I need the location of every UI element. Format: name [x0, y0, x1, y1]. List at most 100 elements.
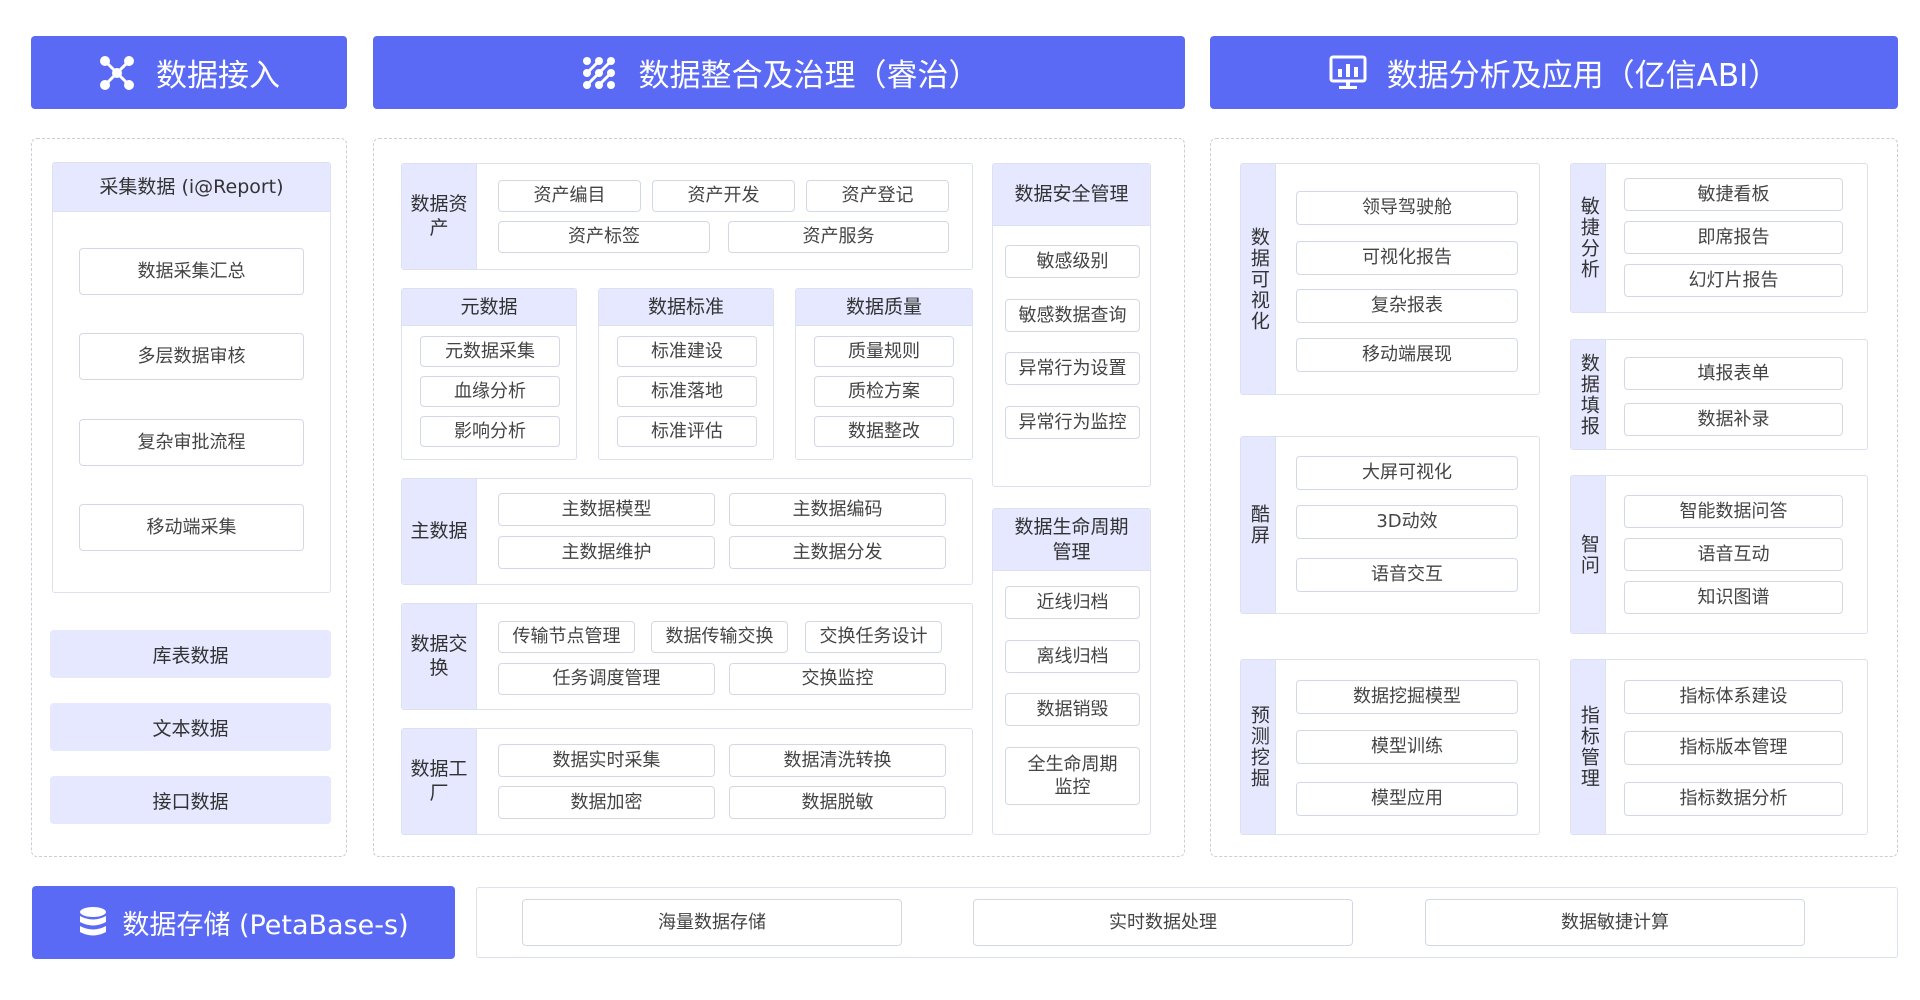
exchange-item: 任务调度管理 [498, 663, 715, 695]
header-title: 数据接入 [156, 58, 280, 94]
collect-item: 多层数据审核 [79, 333, 304, 380]
exchange-panel: 数据交换 传输节点管理 数据传输交换 交换任务设计 任务调度管理 交换监控 [401, 603, 973, 710]
fill-label: 数据填报 [1571, 340, 1606, 449]
standard-item: 标准评估 [617, 416, 757, 447]
lifecycle-item: 近线归档 [1005, 586, 1140, 619]
metric-panel: 指标管理 指标体系建设 指标版本管理 指标数据分析 [1570, 659, 1868, 835]
screen-item: 3D动效 [1296, 505, 1518, 539]
mining-item: 模型训练 [1296, 730, 1518, 764]
exchange-label: 数据交换 [402, 604, 477, 709]
factory-label: 数据工厂 [402, 729, 477, 834]
asset-item: 资产登记 [806, 180, 949, 212]
meta-item: 元数据采集 [420, 336, 560, 367]
collect-item: 复杂审批流程 [79, 419, 304, 466]
agile-label: 敏捷分析 [1571, 164, 1606, 312]
standard-panel: 数据标准 标准建设 标准落地 标准评估 [598, 288, 774, 460]
metric-item: 指标版本管理 [1624, 731, 1843, 765]
meta-item: 影响分析 [420, 416, 560, 447]
exchange-item: 交换任务设计 [805, 621, 942, 653]
fill-item: 填报表单 [1624, 357, 1843, 390]
security-item: 异常行为设置 [1005, 352, 1140, 385]
mining-panel: 预测挖掘 数据挖掘模型 模型训练 模型应用 [1240, 659, 1540, 835]
asset-panel: 数据资产 资产编目 资产开发 资产登记 资产标签 资产服务 [401, 163, 973, 270]
ask-item: 智能数据问答 [1624, 495, 1843, 528]
source-bar: 文本数据 [50, 703, 331, 751]
header-title: 数据整合及治理（睿治） [638, 58, 980, 94]
header-data-analysis: 数据分析及应用（亿信ABI） [1210, 36, 1898, 109]
monitor-chart-icon [1329, 55, 1367, 89]
master-item: 主数据维护 [498, 536, 715, 569]
header-title: 数据分析及应用（亿信ABI） [1386, 58, 1780, 94]
header-data-governance: 数据整合及治理（睿治） [373, 36, 1185, 109]
security-item: 敏感级别 [1005, 245, 1140, 278]
mining-item: 数据挖掘模型 [1296, 680, 1518, 714]
factory-panel: 数据工厂 数据实时采集 数据清洗转换 数据加密 数据脱敏 [401, 728, 973, 835]
ingest-container [31, 138, 347, 857]
exchange-item: 数据传输交换 [651, 621, 788, 653]
viz-item: 复杂报表 [1296, 289, 1518, 323]
viz-item: 领导驾驶舱 [1296, 191, 1518, 225]
meta-label: 元数据 [402, 289, 576, 326]
mining-label: 预测挖掘 [1241, 660, 1276, 834]
governance-container [373, 138, 1185, 857]
screen-label: 酷屏 [1241, 437, 1276, 613]
lifecycle-item: 离线归档 [1005, 640, 1140, 673]
security-item: 异常行为监控 [1005, 406, 1140, 439]
factory-item: 数据加密 [498, 786, 715, 819]
viz-label: 数据可视化 [1241, 164, 1276, 394]
security-panel: 数据安全管理 敏感级别 敏感数据查询 异常行为设置 异常行为监控 [992, 163, 1151, 487]
exchange-item: 传输节点管理 [498, 621, 635, 653]
asset-item: 资产开发 [652, 180, 795, 212]
master-panel: 主数据 主数据模型 主数据编码 主数据维护 主数据分发 [401, 478, 973, 585]
collect-panel: 采集数据 (i@Report) 数据采集汇总 多层数据审核 复杂审批流程 移动端… [52, 162, 331, 593]
header-data-ingest: 数据接入 [31, 36, 347, 109]
factory-item: 数据清洗转换 [729, 744, 946, 777]
screen-item: 语音交互 [1296, 558, 1518, 592]
lifecycle-panel: 数据生命周期管理 近线归档 离线归档 数据销毁 全生命周期监控 [992, 508, 1151, 835]
storage-item: 海量数据存储 [522, 899, 902, 946]
master-item: 主数据模型 [498, 493, 715, 526]
fill-panel: 数据填报 填报表单 数据补录 [1570, 339, 1868, 450]
ask-panel: 智问 智能数据问答 语音互动 知识图谱 [1570, 475, 1868, 634]
screen-panel: 酷屏 大屏可视化 3D动效 语音交互 [1240, 436, 1540, 614]
source-bar: 库表数据 [50, 630, 331, 678]
viz-panel: 数据可视化 领导驾驶舱 可视化报告 复杂报表 移动端展现 [1240, 163, 1540, 395]
master-label: 主数据 [402, 479, 477, 584]
lifecycle-item: 数据销毁 [1005, 693, 1140, 726]
meta-panel: 元数据 元数据采集 血缘分析 影响分析 [401, 288, 577, 460]
standard-item: 标准落地 [617, 376, 757, 407]
quality-panel: 数据质量 质量规则 质检方案 数据整改 [795, 288, 973, 460]
standard-label: 数据标准 [599, 289, 773, 326]
factory-item: 数据脱敏 [729, 786, 946, 819]
dots-cluster-icon [582, 56, 615, 89]
viz-item: 移动端展现 [1296, 338, 1518, 372]
mining-item: 模型应用 [1296, 782, 1518, 816]
storage-item: 实时数据处理 [973, 899, 1353, 946]
database-icon [80, 906, 107, 935]
metric-item: 指标数据分析 [1624, 782, 1843, 816]
asset-item: 资产服务 [728, 221, 949, 253]
exchange-item: 交换监控 [729, 663, 946, 695]
analysis-container [1210, 138, 1898, 857]
asset-label: 数据资产 [402, 164, 477, 269]
storage-item: 数据敏捷计算 [1425, 899, 1805, 946]
meta-item: 血缘分析 [420, 376, 560, 407]
header-data-storage: 数据存储 (PetaBase-s) [32, 886, 455, 959]
security-label: 数据安全管理 [993, 164, 1150, 226]
collect-panel-title: 采集数据 (i@Report) [53, 163, 330, 212]
quality-item: 数据整改 [814, 416, 954, 447]
ask-item: 语音互动 [1624, 538, 1843, 571]
quality-item: 质检方案 [814, 376, 954, 407]
standard-item: 标准建设 [617, 336, 757, 367]
ask-label: 智问 [1571, 476, 1606, 633]
agile-item: 幻灯片报告 [1624, 264, 1843, 297]
agile-item: 即席报告 [1624, 221, 1843, 254]
network-nodes-icon [100, 55, 134, 90]
collect-item: 移动端采集 [79, 504, 304, 551]
asset-item: 资产编目 [498, 180, 641, 212]
master-item: 主数据编码 [729, 493, 946, 526]
viz-item: 可视化报告 [1296, 241, 1518, 275]
agile-panel: 敏捷分析 敏捷看板 即席报告 幻灯片报告 [1570, 163, 1868, 313]
agile-item: 敏捷看板 [1624, 178, 1843, 211]
master-item: 主数据分发 [729, 536, 946, 569]
